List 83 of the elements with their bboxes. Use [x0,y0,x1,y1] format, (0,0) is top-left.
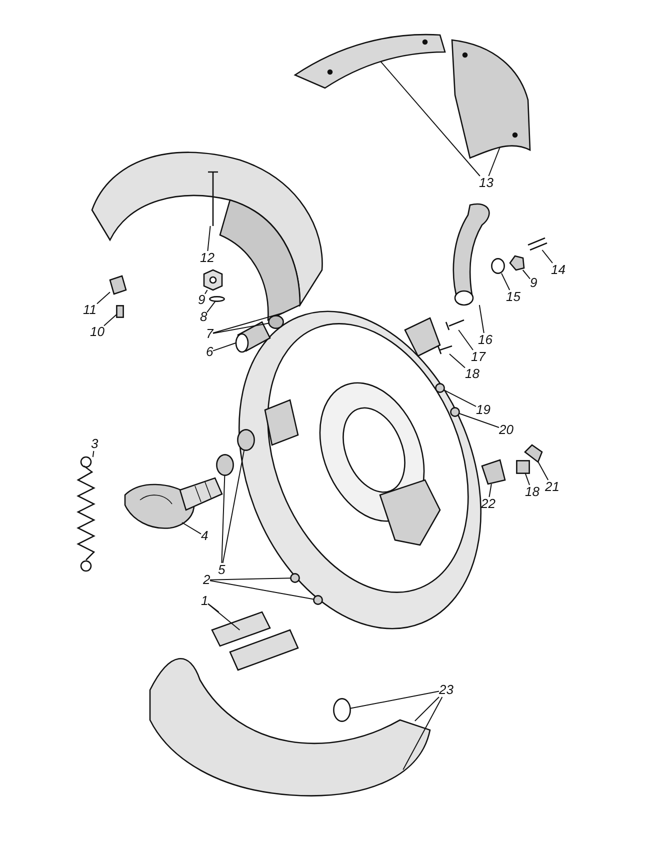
leader-line [350,690,440,709]
callout-number: 13 [479,176,494,190]
leader-line [458,413,500,428]
leader-line [522,270,530,280]
leader-line [210,580,314,600]
leader-line [206,300,216,313]
callout-number: 15 [506,290,520,304]
bolt-drawing [524,444,543,464]
leader-line [402,696,443,770]
callout-number: 11 [83,303,96,317]
leader-line [542,250,553,264]
callout-number: 3 [91,437,98,451]
leader-line [212,342,236,352]
leader-line [478,304,484,334]
callout-number: 23 [439,683,454,697]
callout-number: 8 [200,310,208,324]
nut-drawing [509,255,525,271]
bushing-drawing [333,698,351,722]
leader-line [488,484,492,498]
leader-line [414,696,440,722]
washer-drawing [491,258,505,274]
cam-drawing [124,477,223,529]
callout-number: 10 [90,325,104,339]
leader-line [444,390,476,407]
leader-line [212,312,285,334]
callout-number: 18 [465,367,480,381]
bushing-drawing [268,315,284,329]
bolt-drawing [445,319,465,331]
lining-pad-drawing [451,39,531,159]
callout-number: 9 [198,293,206,307]
washer-drawing [209,296,225,302]
leader-line [449,354,466,368]
nut-drawing [313,595,323,605]
callout-number: 5 [218,563,226,577]
callout-number: 14 [551,263,566,277]
callout-number: 2 [203,573,210,587]
callout-number: 7 [206,327,214,341]
callout-number: 12 [200,251,214,265]
leader-line [104,314,118,326]
callout-number: 4 [201,529,208,543]
leader-line [182,522,202,534]
spring-drawing [76,456,96,572]
callout-number: 19 [476,403,490,417]
lever-drawing [452,203,490,306]
brake-shoe-drawing [149,658,431,796]
nut-drawing [516,460,530,474]
leader-line [204,290,208,294]
leader-line [501,272,510,290]
bushing-drawing [216,454,234,476]
callout-number: 22 [481,497,496,511]
bolt-drawing [116,305,124,318]
leader-line [96,292,110,304]
callout-number: 6 [206,345,214,359]
callout-number: 9 [530,276,538,290]
leader-line [207,226,211,252]
pin-drawing [211,611,271,647]
leader-line [221,474,226,564]
leader-line [208,603,240,630]
callout-number: 16 [478,333,492,347]
callout-number: 20 [499,423,514,437]
leader-line [92,450,94,458]
nut-drawing [203,269,223,291]
leader-line [488,146,500,176]
nut-drawing [290,573,300,583]
leader-line [538,462,549,480]
pin-drawing [109,275,127,295]
bushing-drawing [235,321,271,353]
bolt-drawing [435,383,445,393]
callout-number: 17 [471,350,486,364]
leader-line [212,322,270,334]
callout-number: 21 [545,480,560,494]
lining-pad-drawing [294,34,446,89]
leader-line [524,472,530,486]
screw-drawing [207,171,219,227]
leader-line [458,330,474,350]
leader-line [380,61,480,176]
bolt-drawing [437,345,453,355]
callout-number: 1 [201,594,208,608]
leader-line [210,578,292,580]
callout-number: 18 [525,485,540,499]
bolt-drawing [450,407,460,417]
leader-line [208,603,220,612]
bolt-drawing [527,237,548,251]
